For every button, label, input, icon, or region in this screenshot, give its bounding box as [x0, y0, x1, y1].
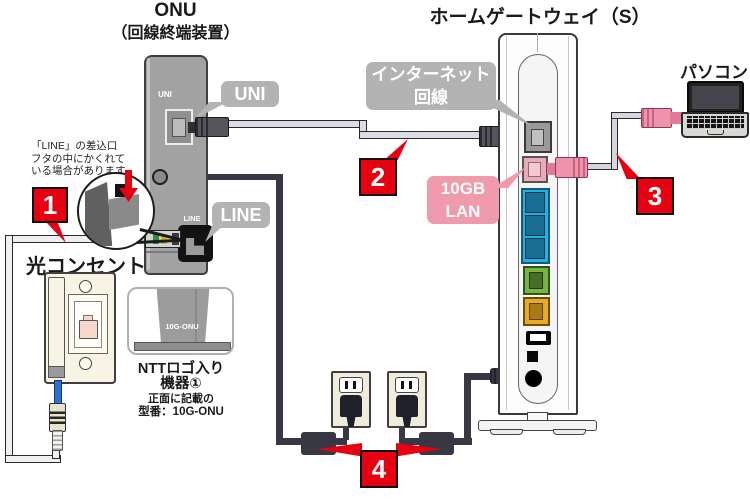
lan10gb-callout: 10GB LAN — [427, 176, 499, 224]
onu-title-line1: ONU — [154, 0, 197, 21]
outlet-screw-bottom — [79, 357, 92, 370]
ntt-device-base — [134, 342, 231, 351]
gateway-top-seam — [537, 33, 538, 52]
step3-pointer — [616, 153, 641, 179]
wall-outlet-left-slot2 — [353, 381, 356, 389]
internet-callout-line1: インターネット — [371, 65, 491, 84]
gateway-left-seam — [506, 36, 507, 410]
gateway-power-inlet — [525, 370, 542, 387]
gateway-stand-base — [478, 420, 597, 431]
uni-cable-h1 — [227, 120, 366, 128]
ntt-device-front — [156, 289, 210, 347]
fiber-cable-bottom — [5, 455, 61, 463]
power-plug-right — [396, 395, 418, 417]
power-plug-left — [340, 395, 362, 417]
line-cover-note-line3: いる場合があります。 — [31, 165, 135, 178]
gateway-usb-slot — [530, 334, 546, 341]
left-plug-cord-h — [329, 438, 347, 445]
step4-badge: 4 — [360, 450, 398, 488]
laptop-screen-panel — [692, 86, 739, 109]
gateway-reset-square — [527, 351, 538, 362]
gateway-wan-port-inner — [531, 129, 544, 146]
gateway-10gb-lan-port-inner — [528, 162, 541, 177]
wall-outlet-right-socket — [395, 377, 419, 393]
optical-outlet-left-strip — [48, 277, 65, 373]
ntt-caption-line3: 正面に記載の — [148, 393, 214, 405]
onu-uni-port-inner — [172, 118, 186, 137]
gw-power-cable-h2 — [464, 373, 492, 380]
power-plug-left-tip — [346, 415, 356, 427]
step1-badge: 1 — [32, 187, 68, 223]
onu-power-cable-to-adapter — [276, 438, 306, 445]
detail-onu-corner-shape — [85, 182, 113, 246]
laptop-trackpad — [707, 130, 724, 135]
wall-outlet-right-slot1 — [401, 381, 404, 389]
onu-base-line — [146, 251, 206, 253]
step2-badge: 2 — [359, 158, 397, 196]
lan-cable-h2 — [611, 112, 644, 119]
onu-uni-port-label: UNI — [158, 90, 172, 99]
sc-connector-boot — [52, 430, 63, 451]
ntt-device-seam — [195, 289, 197, 345]
onu-power-jack — [152, 169, 168, 185]
lan-cable-v — [611, 114, 618, 170]
power-plug-right-tip — [402, 415, 412, 427]
ntt-inset-frame: 10G-ONU — [127, 287, 234, 355]
step2-pointer — [384, 139, 408, 160]
gateway-right-seam — [568, 36, 569, 410]
lan-connector2-tip — [670, 112, 682, 124]
optical-outlet-cable-cap — [48, 366, 65, 378]
internet-callout: インターネット 回線 — [366, 62, 496, 110]
ntt-caption-line2: 機器① — [160, 376, 202, 392]
lan10gb-callout-line2: LAN — [445, 202, 481, 221]
onu-line-port — [178, 225, 213, 262]
lan-connector1 — [555, 157, 588, 178]
lan10gb-callout-line1: 10GB — [440, 179, 486, 198]
sc-connector-ribs — [50, 411, 65, 424]
gateway-title: ホームゲートウェイ（S） — [429, 7, 651, 28]
gateway-stand-foot-right — [553, 429, 586, 435]
laptop-keyboard — [686, 116, 744, 129]
wall-outlet-right-slot2 — [409, 381, 412, 389]
wall-outlet-left-socket — [339, 377, 363, 393]
gw-power-cable-v — [464, 376, 471, 445]
internet-callout-line2: 回線 — [414, 88, 448, 107]
onu-power-cable-h — [184, 174, 278, 180]
onu-power-cable-v — [276, 174, 283, 444]
line-callout: LINE — [212, 202, 270, 228]
gateway-lan-port-3 — [525, 238, 545, 259]
ntt-caption-line4: 型番：10G-ONU — [138, 406, 224, 418]
gateway-lan-port-2 — [525, 215, 545, 236]
line-cover-note: 「LINE」の差込口 フタの中にかくれて いる場合があります。 — [31, 140, 157, 178]
gateway-lan-port-1 — [525, 192, 545, 213]
uni-callout: UNI — [221, 81, 279, 107]
onu-title-line2: （回線終端装置） — [111, 25, 240, 42]
outlet-fiber-port — [79, 320, 98, 339]
line-cover-note-line1: 「LINE」の差込口 — [31, 140, 118, 152]
detail-flap-shape — [109, 194, 139, 230]
onu-edge-highlight — [147, 58, 150, 270]
wall-outlet-left-slot1 — [345, 381, 348, 389]
uni-cable-connector1 — [195, 117, 229, 137]
ntt-caption-line1: NTTロゴ入り — [137, 361, 225, 377]
lan-connector2 — [641, 108, 672, 128]
ntt-device-model: 10G-ONU — [165, 322, 199, 331]
gateway-green-port-inner — [529, 272, 543, 289]
line-cover-note-line2: フタの中にかくれて — [31, 152, 126, 165]
gateway-stand-foot-left — [490, 429, 523, 435]
outlet-screw-top — [79, 280, 92, 293]
step3-badge: 3 — [636, 177, 674, 215]
pc-title: パソコン — [680, 63, 748, 82]
lan-connector1-tip — [547, 163, 556, 175]
uni-cable-connector1-tip — [188, 122, 197, 133]
right-plug-cord-h — [399, 438, 423, 445]
gateway-orange-port-inner — [529, 303, 543, 320]
uni-cable-h2 — [359, 131, 483, 139]
red-arrow-stem — [125, 170, 132, 190]
fiber-cable-vertical — [5, 235, 13, 463]
gw-power-cable-h1 — [450, 438, 472, 445]
line-cover-detail-circle — [77, 172, 155, 250]
onu-line-port-label: LINE — [183, 214, 201, 223]
